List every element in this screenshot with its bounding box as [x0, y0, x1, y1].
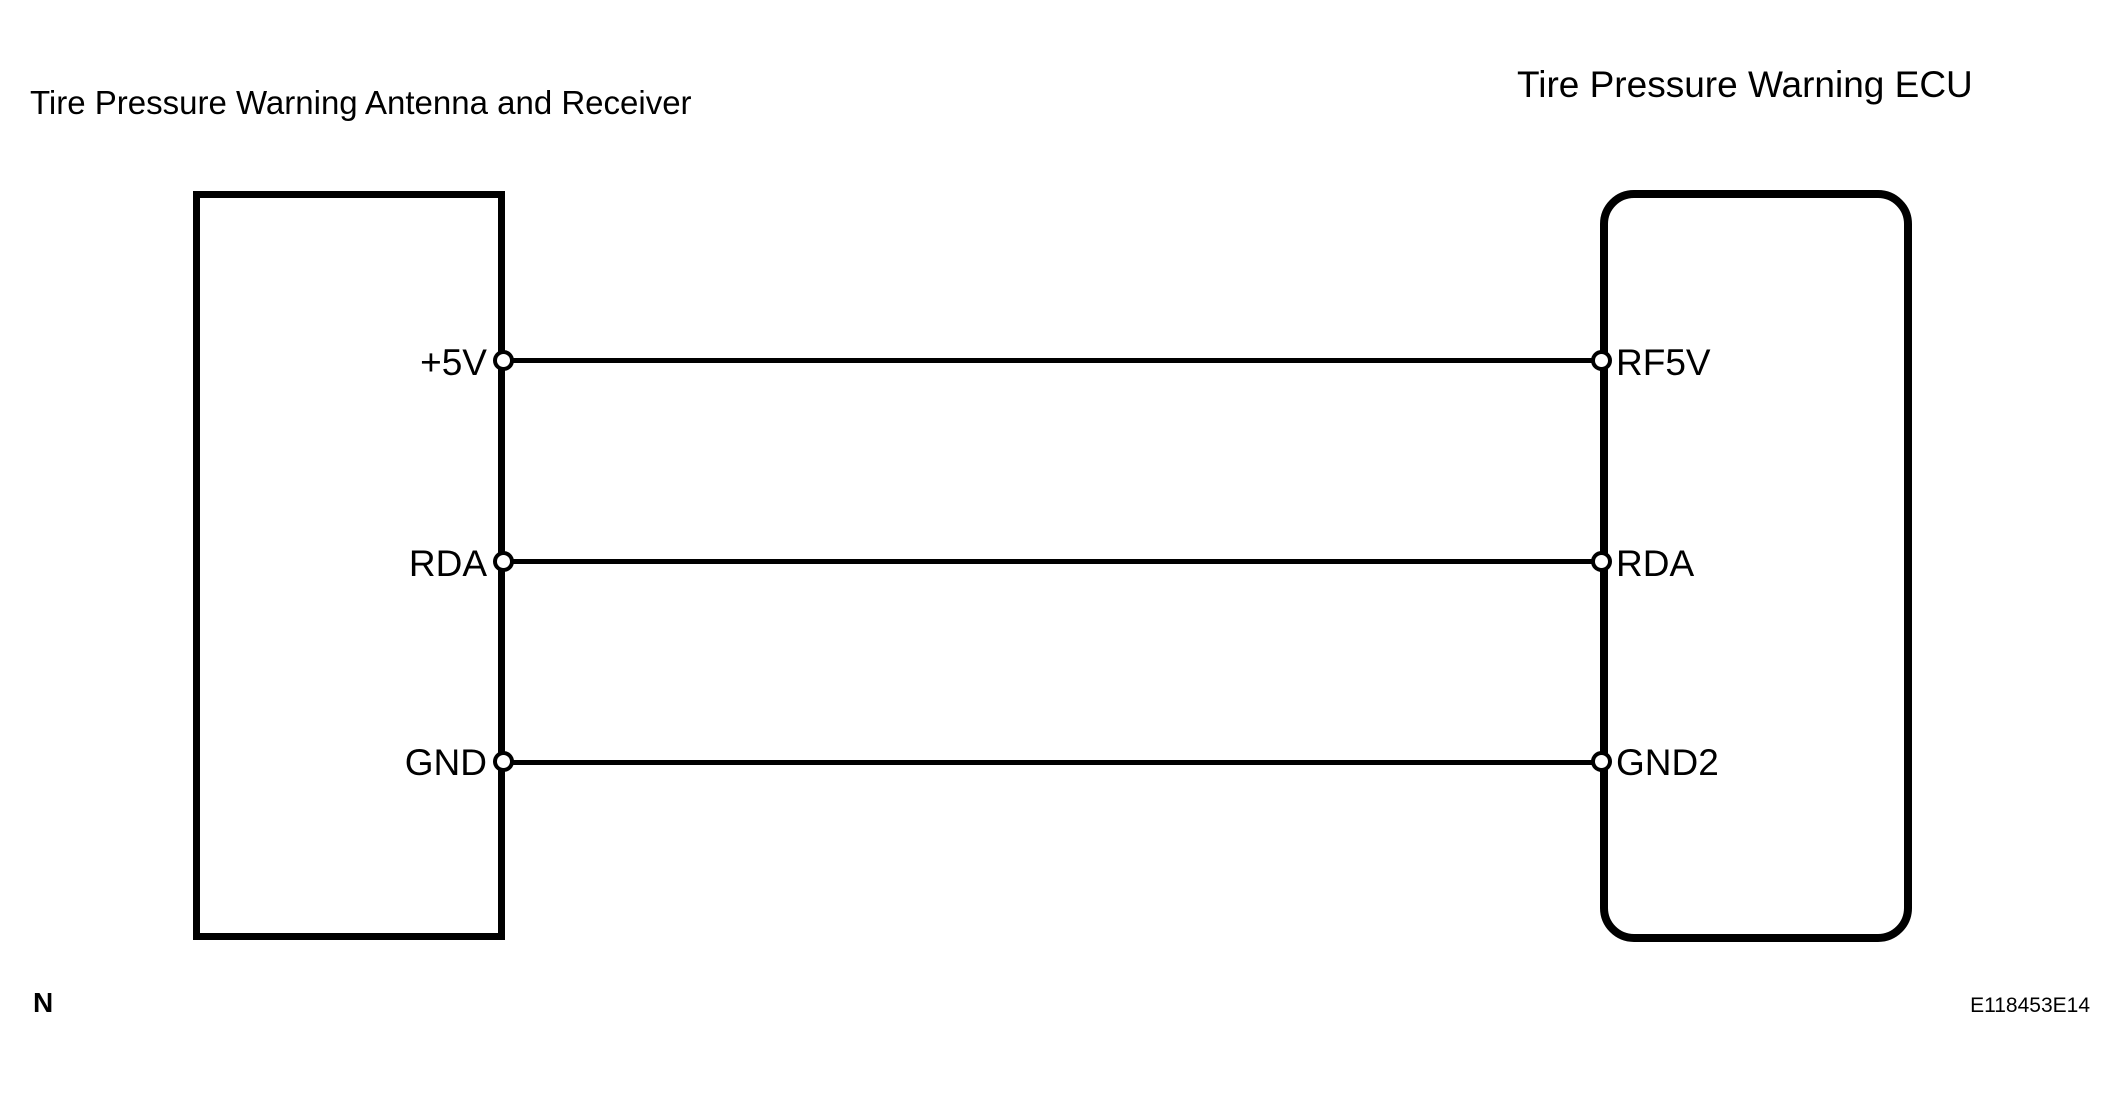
figure-code: E118453E14 [1970, 994, 2090, 1017]
left-component-box [193, 191, 505, 940]
left-component-title: Tire Pressure Warning Antenna and Receiv… [30, 84, 692, 121]
right-component-title: Tire Pressure Warning ECU [1517, 64, 1973, 105]
terminal-left-gnd [493, 751, 514, 772]
note-n: N [33, 987, 54, 1018]
wire-rda-rda [504, 559, 1602, 564]
pin-label-left-5v: +5V [420, 342, 487, 383]
terminal-right-rf5v [1591, 350, 1612, 371]
pin-label-right-rda: RDA [1616, 543, 1695, 584]
terminal-left-rda [493, 551, 514, 572]
pin-label-right-rf5v: RF5V [1616, 342, 1711, 383]
pin-label-left-rda: RDA [408, 543, 487, 584]
terminal-right-gnd2 [1591, 751, 1612, 772]
terminal-left-5v [493, 350, 514, 371]
terminal-right-rda [1591, 551, 1612, 572]
pin-label-right-gnd2: GND2 [1616, 742, 1719, 783]
wire-5v-rf5v [504, 358, 1602, 363]
pin-label-left-gnd: GND [404, 742, 487, 783]
wire-gnd-gnd2 [504, 760, 1602, 765]
